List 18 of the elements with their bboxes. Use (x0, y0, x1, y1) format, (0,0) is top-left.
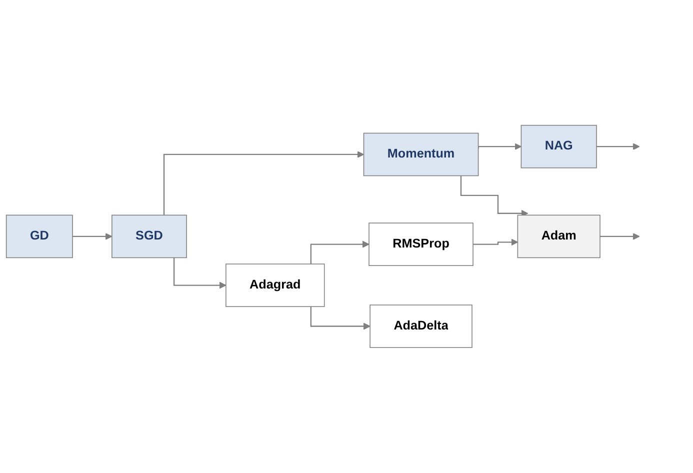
node-box: Adagrad (226, 264, 325, 308)
arrow (310, 240, 370, 264)
arrow (72, 233, 112, 240)
arrow (163, 151, 364, 216)
arrow (599, 233, 640, 240)
node-box: Momentum (363, 132, 479, 176)
arrow (478, 143, 522, 150)
node-box: RMSProp (368, 222, 474, 266)
arrow (173, 258, 226, 289)
node-box: AdaDelta (370, 304, 472, 348)
arrow (472, 238, 518, 246)
node-box: GD (6, 214, 73, 258)
node-box: Adam (517, 214, 600, 258)
node-box: SGD (112, 214, 187, 258)
arrow (310, 306, 370, 330)
arrow (596, 143, 640, 150)
arrow (460, 176, 528, 217)
node-box: NAG (520, 125, 597, 168)
